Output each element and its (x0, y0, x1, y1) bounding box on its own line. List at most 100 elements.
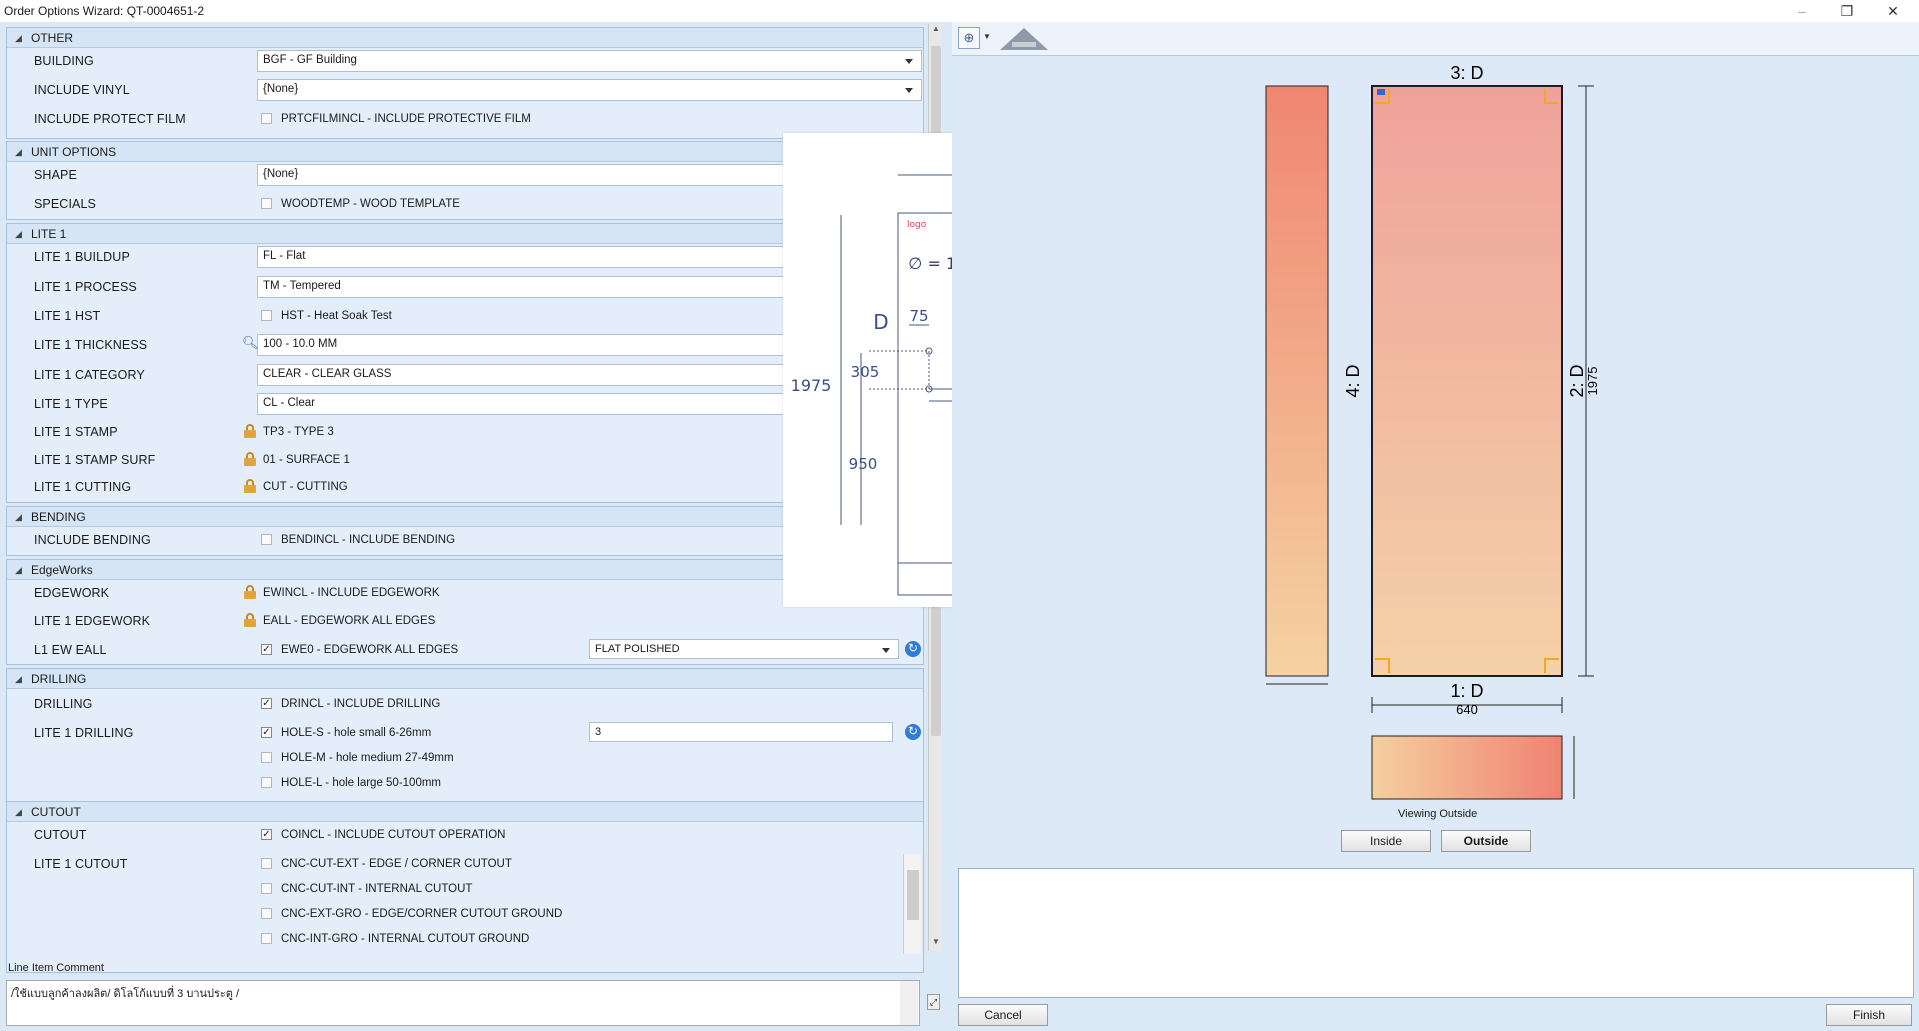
collapse-icon[interactable]: ◢ (15, 512, 22, 522)
section-unit-options: ◢ UNIT OPTIONS SHAPE {None} SPECIALS WOO… (6, 141, 924, 220)
row-hole-medium: HOLE-M - hole medium 27-49mm (7, 745, 925, 771)
row-lite1-type: LITE 1 TYPE CL - Clear (7, 391, 925, 417)
shape-select[interactable]: {None} (257, 164, 922, 186)
side-view-glass (1265, 85, 1329, 677)
include-vinyl-select[interactable]: {None} (257, 79, 922, 101)
row-shape: SHAPE {None} (7, 162, 925, 188)
row-specials: SPECIALS WOODTEMP - WOOD TEMPLATE (7, 191, 925, 217)
expand-icon[interactable]: ⤢ (927, 994, 940, 1010)
cancel-button[interactable]: Cancel (958, 1004, 1048, 1026)
cut-int-checkbox[interactable] (261, 883, 272, 894)
field-label: LITE 1 TYPE (34, 397, 108, 411)
ext-gro-checkbox[interactable] (261, 908, 272, 919)
glass-preview-svg: 3: D 1: D 4: D 2: D 640 1975 (1265, 63, 1600, 800)
outside-button[interactable]: Outside (1441, 830, 1531, 852)
field-label: LITE 1 STAMP (34, 425, 118, 439)
front-view-glass[interactable] (1371, 85, 1563, 677)
protect-film-checkbox[interactable] (261, 113, 272, 124)
section-bending: ◢ BENDING INCLUDE BENDING BENDINCL - INC… (6, 506, 924, 556)
edge-finish-select[interactable]: FLAT POLISHED (589, 639, 899, 659)
section-header[interactable]: ◢ EdgeWorks (7, 560, 923, 580)
row-lite1-drilling: LITE 1 DRILLING ✓ HOLE-S - hole small 6-… (7, 720, 925, 746)
lite1-type-select[interactable]: CL - Clear (257, 393, 922, 415)
collapse-icon[interactable]: ◢ (15, 674, 22, 684)
row-hole-large: HOLE-L - hole large 50-100mm (7, 770, 925, 796)
sketch-hole-spacing-y: 305 (851, 363, 880, 381)
section-other: ◢ OTHER BUILDING BGF - GF Building INCLU… (6, 27, 924, 139)
view-3d-icon[interactable] (998, 26, 1050, 52)
locked-value: 01 - SURFACE 1 (263, 454, 350, 466)
section-edgeworks: ◢ EdgeWorks EDGEWORK EWINCL - INCLUDE ED… (6, 559, 924, 665)
locked-value: CUT - CUTTING (263, 481, 348, 493)
scroll-thumb[interactable] (907, 870, 919, 920)
cutout-scrollbar[interactable] (903, 854, 921, 954)
logo-marker (1377, 89, 1385, 95)
hole-medium-checkbox[interactable] (261, 752, 272, 763)
checkbox-label: CNC-EXT-GRO - EDGE/CORNER CUTOUT GROUND (281, 908, 563, 920)
int-gro-checkbox[interactable] (261, 933, 272, 944)
collapse-icon[interactable]: ◢ (15, 147, 22, 157)
width-dimension: 640 (1456, 702, 1478, 717)
locked-value: EWINCL - INCLUDE EDGEWORK (263, 587, 440, 599)
building-select[interactable]: BGF - GF Building (257, 50, 922, 72)
section-header[interactable]: ◢ CUTOUT (7, 802, 923, 822)
bending-checkbox[interactable] (261, 534, 272, 545)
lite1-thickness-input[interactable]: 100 - 10.0 MM (257, 334, 922, 356)
top-view-glass (1371, 735, 1563, 800)
section-header[interactable]: ◢ OTHER (7, 28, 923, 48)
section-header[interactable]: ◢ BENDING (7, 507, 923, 527)
hole-small-checkbox[interactable]: ✓ (261, 727, 272, 738)
section-lite1: ◢ LITE 1 LITE 1 BUILDUP FL - Flat LITE 1… (6, 223, 924, 503)
sketch-left-height: 1975 (791, 376, 832, 395)
hole-large-checkbox[interactable] (261, 777, 272, 788)
collapse-icon[interactable]: ◢ (15, 229, 22, 239)
checkbox-label: CNC-INT-GRO - INTERNAL CUTOUT GROUND (281, 933, 530, 945)
checkbox-label: CNC-CUT-EXT - EDGE / CORNER CUTOUT (281, 858, 512, 870)
close-button[interactable]: ✕ (1887, 3, 1899, 19)
row-cut-int: CNC-CUT-INT - INTERNAL CUTOUT (7, 876, 925, 902)
scroll-up-icon[interactable]: ▲ (932, 24, 940, 33)
lite1-process-select[interactable]: TM - Tempered (257, 276, 922, 298)
section-title: CUTOUT (31, 805, 81, 819)
comment-scrollbar[interactable] (900, 981, 918, 1025)
field-label: LITE 1 HST (34, 309, 101, 323)
eall-checkbox[interactable]: ✓ (261, 644, 272, 655)
inside-button[interactable]: Inside (1341, 830, 1431, 852)
zoom-dropdown-icon[interactable]: ▼ (983, 32, 991, 41)
hst-checkbox[interactable] (261, 310, 272, 321)
maximize-button[interactable]: ❐ (1840, 3, 1854, 19)
refresh-icon[interactable]: ↻ (905, 641, 921, 657)
section-header[interactable]: ◢ DRILLING (7, 669, 923, 689)
search-icon[interactable]: 🔍︎ (242, 335, 259, 350)
row-lite1-stamp-surf: LITE 1 STAMP SURF 01 - SURFACE 1 (7, 447, 925, 473)
scroll-down-icon[interactable]: ▼ (932, 937, 940, 946)
sketch-hole-from-bottom: 950 (849, 455, 878, 473)
collapse-icon[interactable]: ◢ (15, 33, 22, 43)
preview-notes-area[interactable] (958, 868, 1914, 998)
collapse-icon[interactable]: ◢ (15, 807, 22, 817)
minimize-button[interactable]: – (1798, 3, 1806, 19)
field-label: SPECIALS (34, 197, 96, 211)
row-int-gro: CNC-INT-GRO - INTERNAL CUTOUT GROUND (7, 926, 925, 952)
section-header[interactable]: ◢ LITE 1 (7, 224, 923, 244)
section-title: LITE 1 (31, 227, 67, 241)
locked-value: EALL - EDGEWORK ALL EDGES (263, 615, 436, 627)
edge-bottom-label: 1: D (1450, 681, 1483, 701)
comment-textarea[interactable]: /ใช้แบบลูกค้าลงผลิต/ ดิโลโก้แบบที่ 3 บาน… (6, 980, 920, 1026)
cut-ext-checkbox[interactable] (261, 858, 272, 869)
drilling-checkbox[interactable]: ✓ (261, 698, 272, 709)
field-label: BUILDING (34, 54, 94, 68)
cutout-checkbox[interactable]: ✓ (261, 829, 272, 840)
row-cutout: CUTOUT ✓ COINCL - INCLUDE CUTOUT OPERATI… (7, 822, 925, 848)
section-header[interactable]: ◢ UNIT OPTIONS (7, 142, 923, 162)
hole-qty-input[interactable]: 3 (589, 722, 893, 742)
refresh-icon[interactable]: ↻ (905, 724, 921, 740)
section-title: UNIT OPTIONS (31, 145, 117, 159)
zoom-icon[interactable]: ⊕ (958, 27, 980, 49)
collapse-icon[interactable]: ◢ (15, 565, 22, 575)
specials-checkbox[interactable] (261, 198, 272, 209)
lite1-buildup-select[interactable]: FL - Flat (257, 246, 922, 268)
section-title: DRILLING (31, 672, 87, 686)
row-lite1-stamp: LITE 1 STAMP TP3 - TYPE 3 (7, 419, 925, 445)
finish-button[interactable]: Finish (1826, 1004, 1912, 1026)
